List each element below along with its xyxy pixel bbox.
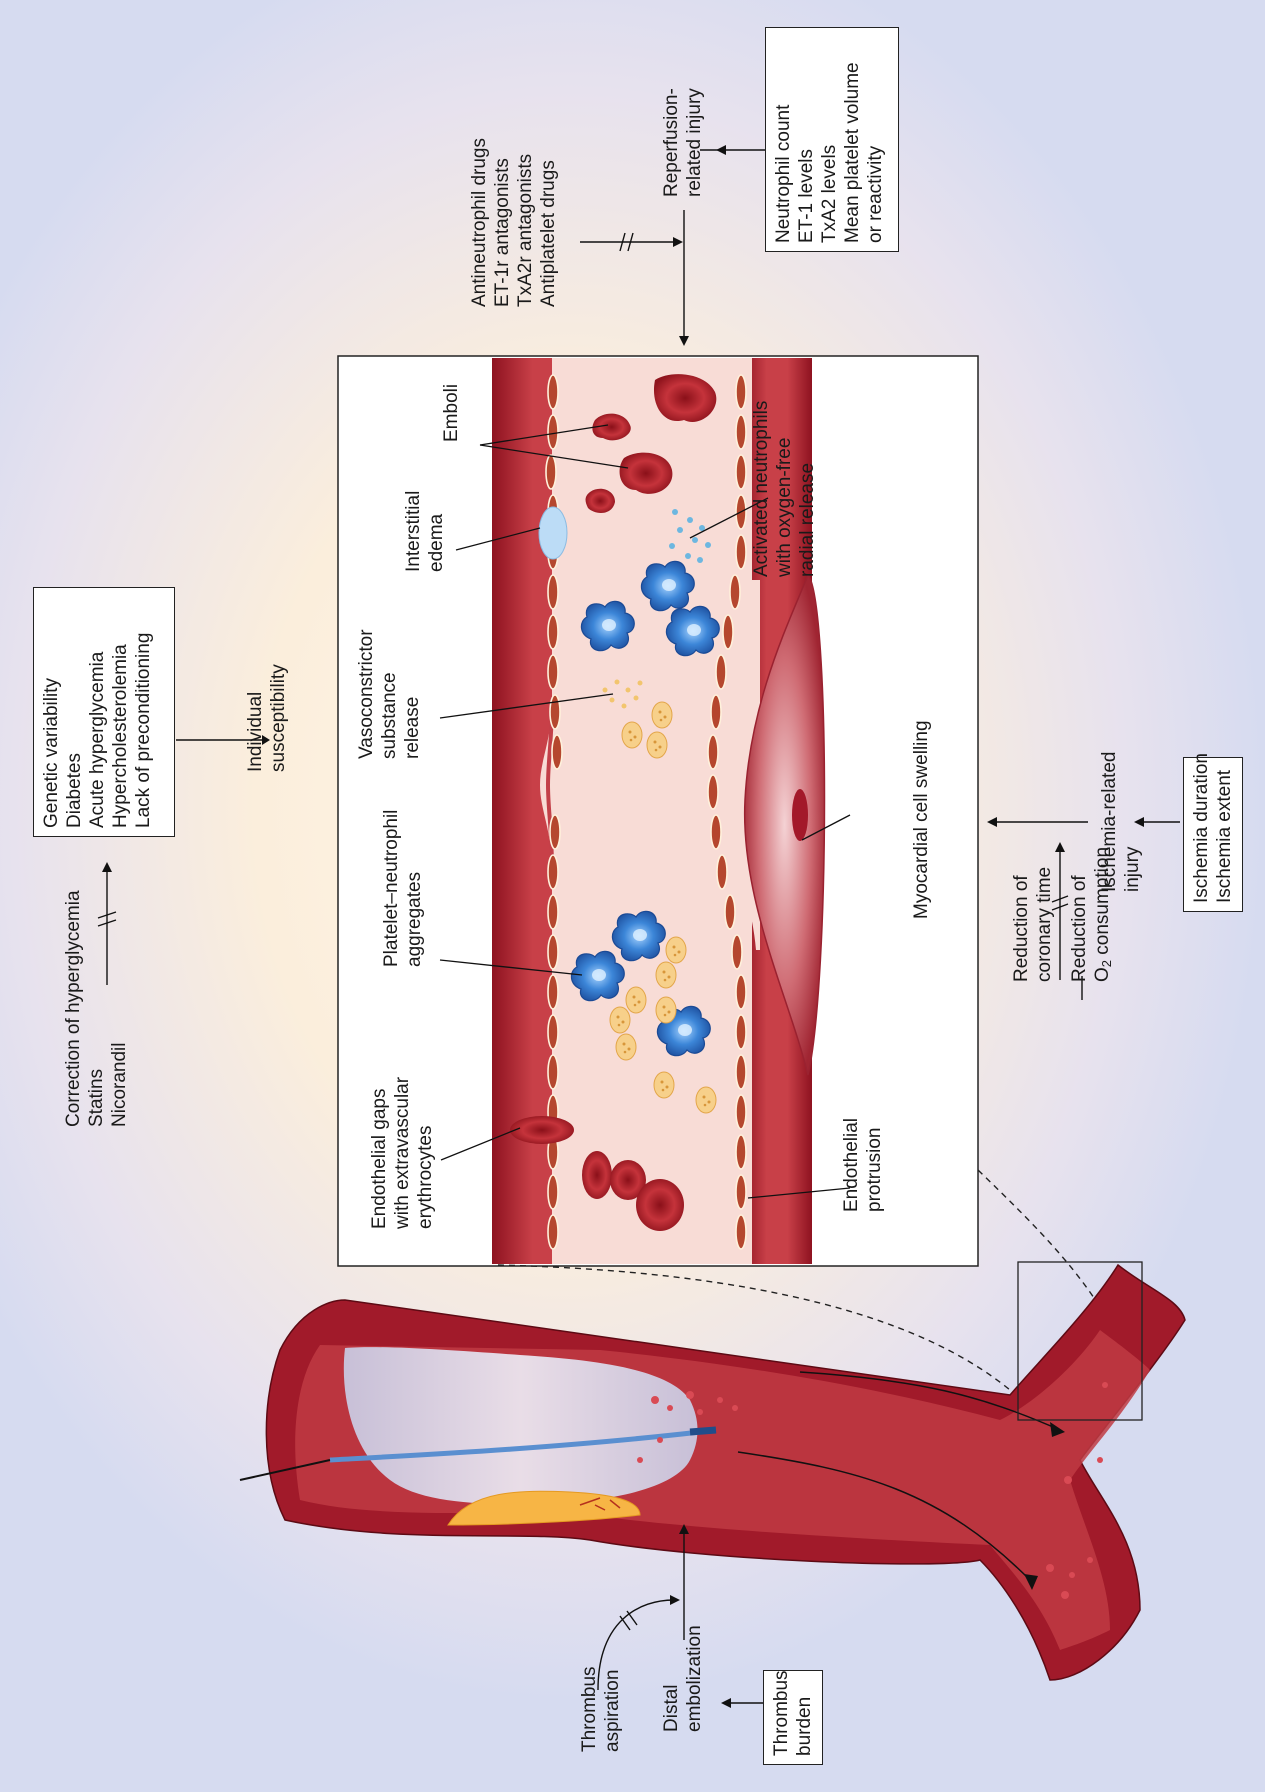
ischemia-factors-box: Ischemia duration Ischemia extent bbox=[1183, 757, 1243, 912]
reperfusion-factors-box: Neutrophil count ET-1 levels TxA2 levels… bbox=[765, 27, 899, 252]
reduction-coronary-label: Reduction of coronary time bbox=[1010, 867, 1056, 982]
ischemia-factors-text: Ischemia duration Ischemia extent bbox=[1190, 766, 1236, 903]
distal-embolization-label: Distal embolization bbox=[660, 1625, 706, 1732]
thrombus-burden-box: Thrombus burden bbox=[763, 1670, 823, 1765]
thrombus-burden-text: Thrombus burden bbox=[770, 1679, 816, 1756]
drugs-label: Antineutrophil drugs ET-1r antagonists T… bbox=[468, 138, 560, 307]
endothelial-protrusion-label: Endothelial protrusion bbox=[840, 1118, 886, 1212]
ischemia-injury-label: Ischemia-related injury bbox=[1098, 752, 1144, 892]
thrombus-aspiration-label: Thrombus aspiration bbox=[578, 1666, 624, 1752]
correction-label: Correction of hyperglycemia Statins Nico… bbox=[62, 890, 131, 1127]
activated-neutrophils-label: Activated neutrophils with oxygen-free r… bbox=[750, 401, 819, 577]
myocardial-swelling-label: Myocardial cell swelling bbox=[910, 720, 933, 919]
individual-susceptibility-label: Individual susceptibility bbox=[244, 664, 290, 772]
susceptibility-factors-box: Genetic variability Diabetes Acute hyper… bbox=[33, 587, 175, 837]
endothelial-gaps-label: Endothelial gaps with extravascular eryt… bbox=[368, 1077, 437, 1229]
platelet-aggregates-label: Platelet–neutrophil aggregates bbox=[380, 810, 426, 967]
vasoconstrictor-label: Vasoconstrictor substance release bbox=[355, 629, 424, 759]
interstitial-edema-label: Interstitial edema bbox=[402, 491, 448, 572]
reperfusion-injury-label: Reperfusion- related injury bbox=[660, 88, 706, 197]
reperfusion-factors-text: Neutrophil count ET-1 levels TxA2 levels… bbox=[772, 36, 887, 243]
emboli-label: Emboli bbox=[440, 384, 463, 442]
susceptibility-factors-text: Genetic variability Diabetes Acute hyper… bbox=[40, 596, 155, 828]
